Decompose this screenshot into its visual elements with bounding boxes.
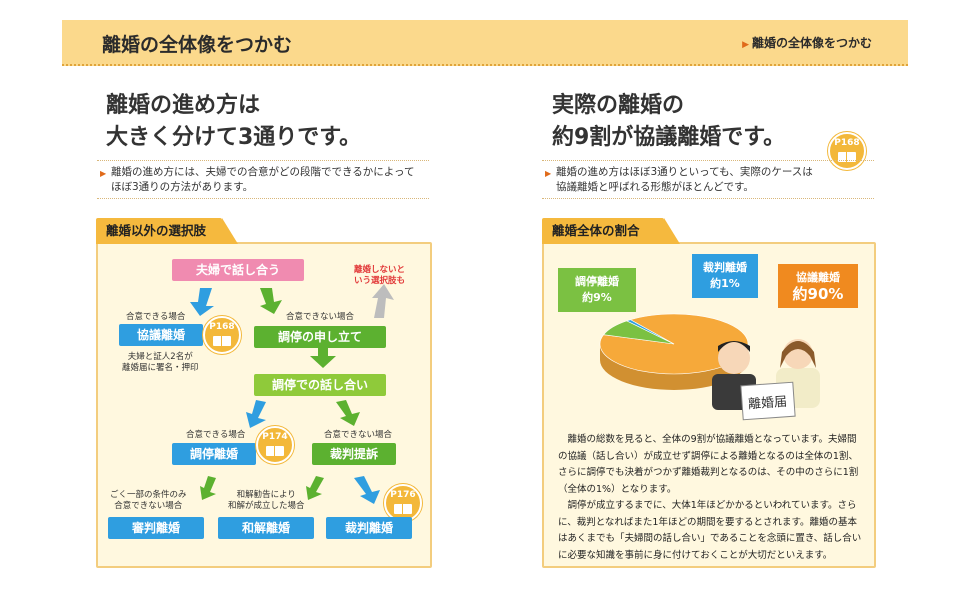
callout-chotei: 調停離婚 約9% xyxy=(558,268,636,312)
woman-hair xyxy=(780,341,816,368)
callout-saiban-name: 裁判離婚 xyxy=(703,261,747,274)
ref-badge-top[interactable]: P168 xyxy=(828,132,866,170)
left-lead: ▶ 離婚の進め方には、夫婦での合意がどの段階でできるかによって ほぼ3通りの方法… xyxy=(97,160,429,199)
triangle-right-icon: ▶ xyxy=(545,169,552,178)
ref-badge-saiban[interactable]: P176 xyxy=(384,484,422,522)
ratio-panel-tab: 離婚全体の割合 xyxy=(542,218,680,244)
agree-label: 合意できる場合 xyxy=(126,312,186,322)
ratio-paragraph-2: 調停が成立するまでに、大体1年ほどかかるといわれています。さらに、裁判となればま… xyxy=(558,500,862,561)
wakai-note-line1: 和解勧告により xyxy=(236,490,296,500)
start-box: 夫婦で話し合う xyxy=(172,259,304,281)
right-headline: 実際の離婚の 約9割が協議離婚です。 xyxy=(552,90,785,154)
kyogi-note: 夫婦と証人2名が 離婚届に署名・押印 xyxy=(122,352,199,374)
ratio-body: 離婚の総数を見ると、全体の9割が協議離婚となっています。夫婦間の協議（話し合い）… xyxy=(558,432,862,564)
wakai-note-line2: 和解が成立した場合 xyxy=(228,501,305,511)
triangle-right-icon: ▶ xyxy=(100,169,107,178)
pie-slice-2 xyxy=(626,319,675,345)
ref-kyogi-label: P168 xyxy=(209,322,235,332)
not-divorce-line2: いう選択肢も xyxy=(354,276,406,286)
arrow-to-kyogi xyxy=(190,288,214,316)
arrow-to-saiban xyxy=(354,476,380,504)
arrow-to-saiban-teiso xyxy=(336,400,360,426)
callout-saiban: 裁判離婚 約1% xyxy=(692,254,758,298)
callout-saiban-pct: 約1% xyxy=(710,277,740,290)
kyogi-note-line1: 夫婦と証人2名が xyxy=(127,352,193,362)
page-title: 離婚の全体像をつかむ xyxy=(102,34,293,56)
right-lead: ▶ 離婚の進め方はほぼ3通りといっても、実際のケースは 協議離婚と呼ばれる形態が… xyxy=(542,160,874,199)
arrow-to-chotei-apply xyxy=(260,288,282,314)
left-headline: 離婚の進め方は 大きく分けて3通りです。 xyxy=(106,90,361,154)
disagree-label: 合意できない場合 xyxy=(286,312,355,322)
chotei-apply-box: 調停の申し立て xyxy=(254,326,386,348)
shinpan-note-line1: ごく一部の条件のみ xyxy=(110,490,187,500)
left-lead-line1: 離婚の進め方には、夫婦での合意がどの段階でできるかによって xyxy=(111,166,415,178)
arrow-to-wakai xyxy=(306,476,324,500)
kyogi-box: 協議離婚 xyxy=(119,324,203,346)
flow-arrows xyxy=(190,284,394,504)
shinpan-box: 審判離婚 xyxy=(108,517,204,539)
book-icon xyxy=(838,152,856,162)
breadcrumb-label: 離婚の全体像をつかむ xyxy=(751,36,872,50)
right-headline-line1: 実際の離婚の xyxy=(552,93,685,118)
ref-badge-chotei[interactable]: P174 xyxy=(256,426,294,464)
ref-chotei-label: P174 xyxy=(262,432,288,442)
man-hair xyxy=(718,341,750,352)
right-headline-line2: 約9割が協議離婚です。 xyxy=(552,125,786,150)
man-face xyxy=(718,342,750,374)
book-icon xyxy=(213,336,231,346)
arrow-not-divorce xyxy=(372,284,394,318)
agree-label-2: 合意できる場合 xyxy=(186,430,246,440)
ref-saiban-label: P176 xyxy=(390,490,416,500)
header-band: 離婚の全体像をつかむ ▶離婚の全体像をつかむ xyxy=(62,20,908,66)
book-icon xyxy=(394,504,412,514)
ref-top-label: P168 xyxy=(834,138,860,148)
shinpan-note-line2: 合意できない場合 xyxy=(114,501,183,511)
callout-kyogi: 協議離婚 約90% xyxy=(778,264,858,308)
saiban-teiso-box: 裁判提訴 xyxy=(312,443,396,465)
callout-chotei-name: 調停離婚 xyxy=(575,275,619,288)
flow-panel-tab: 離婚以外の選択肢 xyxy=(96,218,238,244)
left-headline-line2: 大きく分けて3通りです。 xyxy=(106,125,362,150)
arrow-to-shinpan xyxy=(200,476,216,500)
breadcrumb[interactable]: ▶離婚の全体像をつかむ xyxy=(742,34,872,51)
kyogi-note-line2: 離婚届に署名・押印 xyxy=(122,363,199,373)
pie-side xyxy=(600,344,748,390)
ref-badge-kyogi[interactable]: P168 xyxy=(203,316,241,354)
arrow-to-chotei-rikon xyxy=(246,400,266,428)
right-lead-line1: 離婚の進め方はほぼ3通りといっても、実際のケースは xyxy=(556,166,813,178)
pie-chart xyxy=(599,313,820,421)
left-headline-line1: 離婚の進め方は xyxy=(106,93,261,118)
book-icon xyxy=(266,446,284,456)
right-lead-line2: 協議離婚と呼ばれる形態がほとんどです。 xyxy=(556,181,754,193)
not-divorce-line1: 離婚しないと xyxy=(354,265,406,275)
callout-kyogi-pct: 約90% xyxy=(792,285,844,303)
arrow-to-chotei-talk xyxy=(310,346,336,368)
chotei-rikon-box: 調停離婚 xyxy=(172,443,256,465)
disagree-label-2: 合意できない場合 xyxy=(324,430,393,440)
saiban-box: 裁判離婚 xyxy=(326,517,412,539)
divorce-paper-label: 離婚届 xyxy=(747,394,788,413)
callout-chotei-pct: 約9% xyxy=(582,291,612,304)
shinpan-note: ごく一部の条件のみ 合意できない場合 xyxy=(110,490,187,512)
ratio-paragraph-1: 離婚の総数を見ると、全体の9割が協議離婚となっています。夫婦間の協議（話し合い）… xyxy=(558,434,859,495)
callout-kyogi-name: 協議離婚 xyxy=(796,271,840,284)
triangle-right-icon: ▶ xyxy=(742,40,749,50)
not-divorce-note: 離婚しないと いう選択肢も xyxy=(354,265,405,287)
chotei-talk-box: 調停での話し合い xyxy=(254,374,386,396)
wakai-box: 和解離婚 xyxy=(218,517,314,539)
wakai-note: 和解勧告により 和解が成立した場合 xyxy=(228,490,305,512)
left-lead-line2: ほぼ3通りの方法があります。 xyxy=(111,181,254,193)
divorce-paper xyxy=(740,381,796,421)
couple-illustration xyxy=(712,339,820,421)
